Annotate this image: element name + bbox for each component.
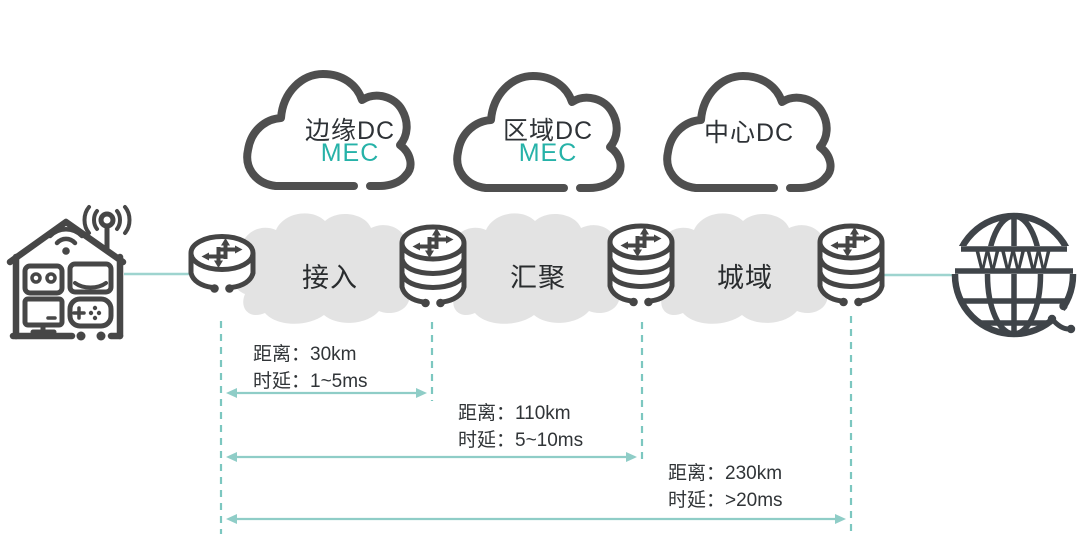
edge-dc-mec-label: MEC: [320, 139, 380, 167]
edge-dc-label: 边缘DC: [304, 117, 396, 145]
annotation-access: 距离：30km 时延：1~5ms: [253, 341, 368, 395]
router-stack-icon-metro: [820, 226, 882, 306]
gamepad-icon: [67, 296, 114, 329]
regional-dc-mec-label: MEC: [518, 139, 578, 167]
www-label: WWW: [975, 247, 1053, 275]
router-icon-home: [191, 237, 253, 293]
annotation-distance: 距离：110km: [458, 403, 571, 424]
segment-label-metro: 城域: [717, 263, 773, 293]
annotation-latency: 时延：1~5ms: [253, 371, 368, 392]
segment-label-aggregation: 汇聚: [510, 263, 566, 293]
monitor-icon: [22, 296, 65, 335]
wifi-icon: [47, 227, 85, 255]
tv-icon: [67, 261, 114, 295]
annotation-distance: 距离：230km: [668, 463, 783, 484]
smart-home-icon: [6, 205, 132, 341]
regional-dc-label: 区域DC: [502, 117, 594, 145]
router-stack-icon-access: [402, 227, 464, 307]
annotation-aggregation: 距离：110km 时延：5~10ms: [458, 400, 583, 454]
www-globe-icon: [950, 212, 1078, 338]
router-stack-icon-aggregation: [610, 226, 672, 306]
dashed-guide-lines: [219, 316, 853, 534]
annotation-distance: 距离：30km: [253, 344, 357, 365]
annotation-latency: 时延：5~10ms: [458, 430, 584, 451]
distance-arrows: [226, 388, 846, 524]
annotation-latency: 时延：>20ms: [668, 490, 783, 511]
segment-label-access: 接入: [302, 263, 358, 293]
vr-headset-icon: [22, 263, 65, 296]
annotation-metro: 距离：230km 时延：>20ms: [668, 460, 783, 514]
central-dc-label: 中心DC: [703, 119, 795, 147]
